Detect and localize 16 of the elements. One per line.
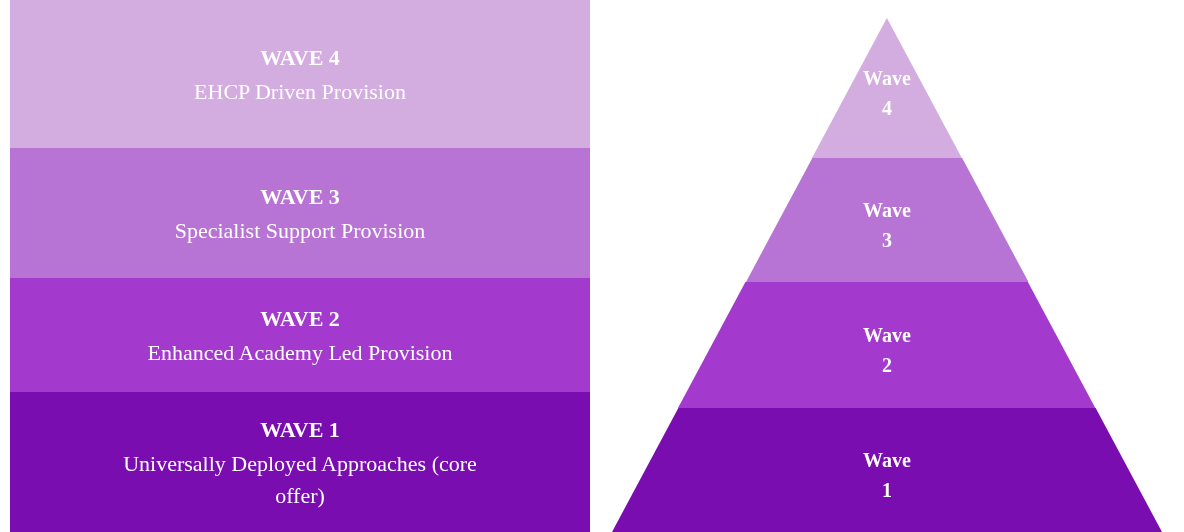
tier-label: Wave 2 [862, 323, 912, 378]
wave-band [10, 0, 590, 148]
wave-band [10, 278, 590, 392]
band-description: Specialist Support Provision [174, 217, 426, 245]
tier-label: Wave 3 [862, 198, 912, 253]
band-description: Enhanced Academy Led Provision [147, 339, 453, 367]
band-heading: WAVE 4 [260, 44, 340, 72]
band-heading: WAVE 3 [260, 183, 340, 211]
wave-band [10, 148, 590, 278]
band-description: EHCP Driven Provision [194, 78, 406, 106]
band-heading: WAVE 2 [260, 305, 340, 333]
band-description: Universally Deployed Approaches (core offer) [122, 450, 478, 510]
tier-label: Wave 1 [862, 448, 912, 503]
band-heading: WAVE 1 [260, 416, 340, 444]
tier-label: Wave 4 [862, 66, 912, 121]
wave-band [10, 392, 590, 532]
